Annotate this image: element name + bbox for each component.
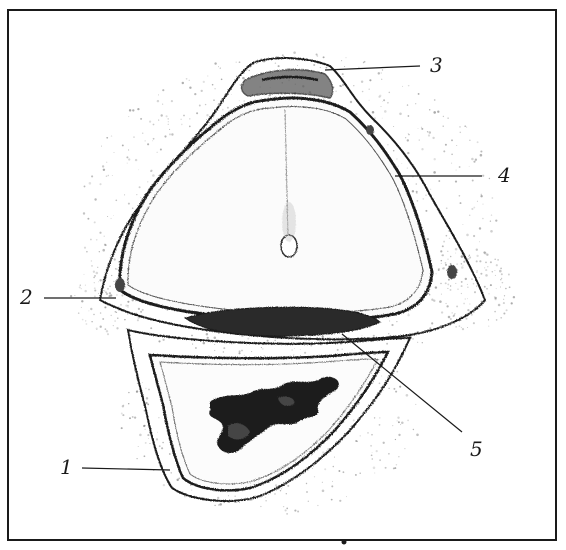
small-dot-mark xyxy=(342,540,347,545)
label-3: 3 xyxy=(430,53,443,77)
label-5: 5 xyxy=(470,437,483,461)
label-4: 4 xyxy=(497,163,511,187)
label-1: 1 xyxy=(60,455,73,479)
label-2: 2 xyxy=(19,285,33,309)
